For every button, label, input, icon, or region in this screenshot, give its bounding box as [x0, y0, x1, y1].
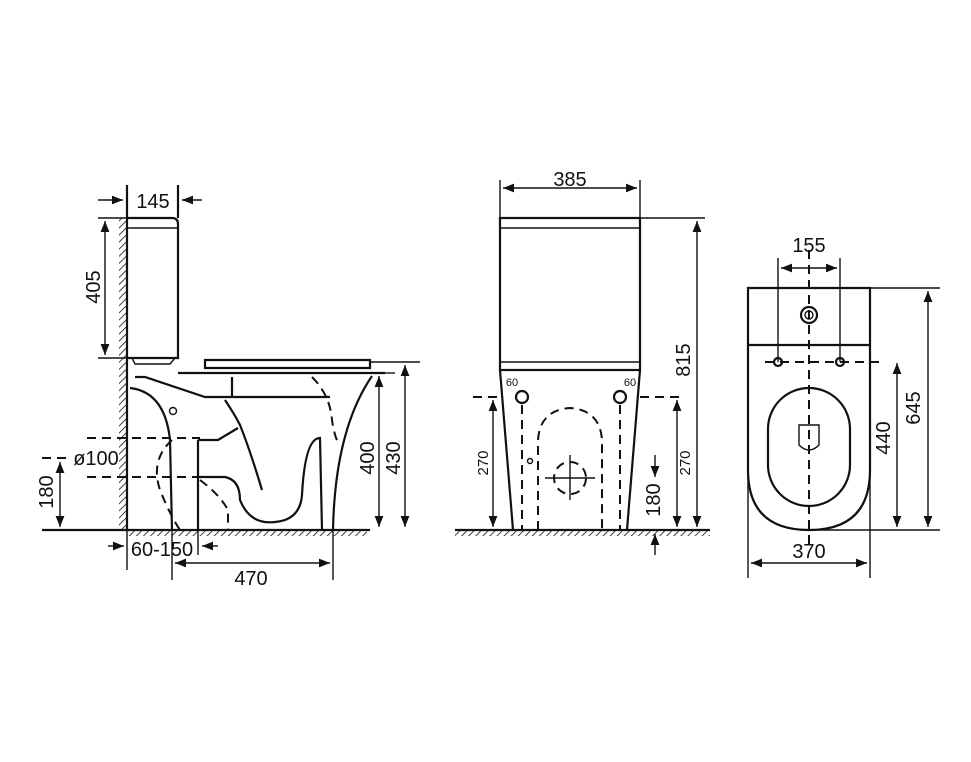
dim-pipe-height: 180 [36, 475, 58, 508]
dim-front-width: 385 [553, 169, 586, 191]
dim-pipe-diameter: ø100 [73, 448, 119, 470]
side-body-front [129, 386, 174, 531]
dim-hole-height-left: 270 [475, 450, 492, 475]
side-seat [203, 358, 372, 370]
dim-tank-depth: 145 [136, 191, 169, 213]
wall-hatch [119, 218, 127, 530]
dim-outlet-height: 180 [643, 483, 665, 516]
dim-hole-offset-right: 60 [624, 377, 636, 389]
side-tank [127, 216, 180, 360]
dim-hole-offset-left: 60 [506, 377, 518, 389]
top-view: 155 645 440 370 [746, 235, 940, 578]
side-view: 145 405 ø100 180 60-150 470 400 430 [36, 185, 420, 590]
dim-top-depth: 645 [903, 391, 925, 424]
dim-top-width: 370 [792, 541, 825, 563]
dim-overall-seat-height: 430 [383, 441, 405, 474]
dim-hole-to-front: 440 [873, 421, 895, 454]
dim-seat-height: 400 [357, 441, 379, 474]
dim-overall-height: 815 [673, 343, 695, 376]
front-view: 385 815 270 270 60 60 180 [455, 169, 710, 555]
front-body [498, 369, 642, 531]
dim-length: 470 [234, 568, 267, 590]
side-body-back [331, 375, 373, 531]
front-tank [498, 216, 642, 372]
dim-wall-offset: 60-150 [131, 539, 193, 561]
floor-hatch [127, 530, 367, 536]
dim-tank-height: 405 [83, 270, 105, 303]
dim-hole-spacing: 155 [792, 235, 825, 257]
dim-hole-height-right: 270 [677, 450, 694, 475]
